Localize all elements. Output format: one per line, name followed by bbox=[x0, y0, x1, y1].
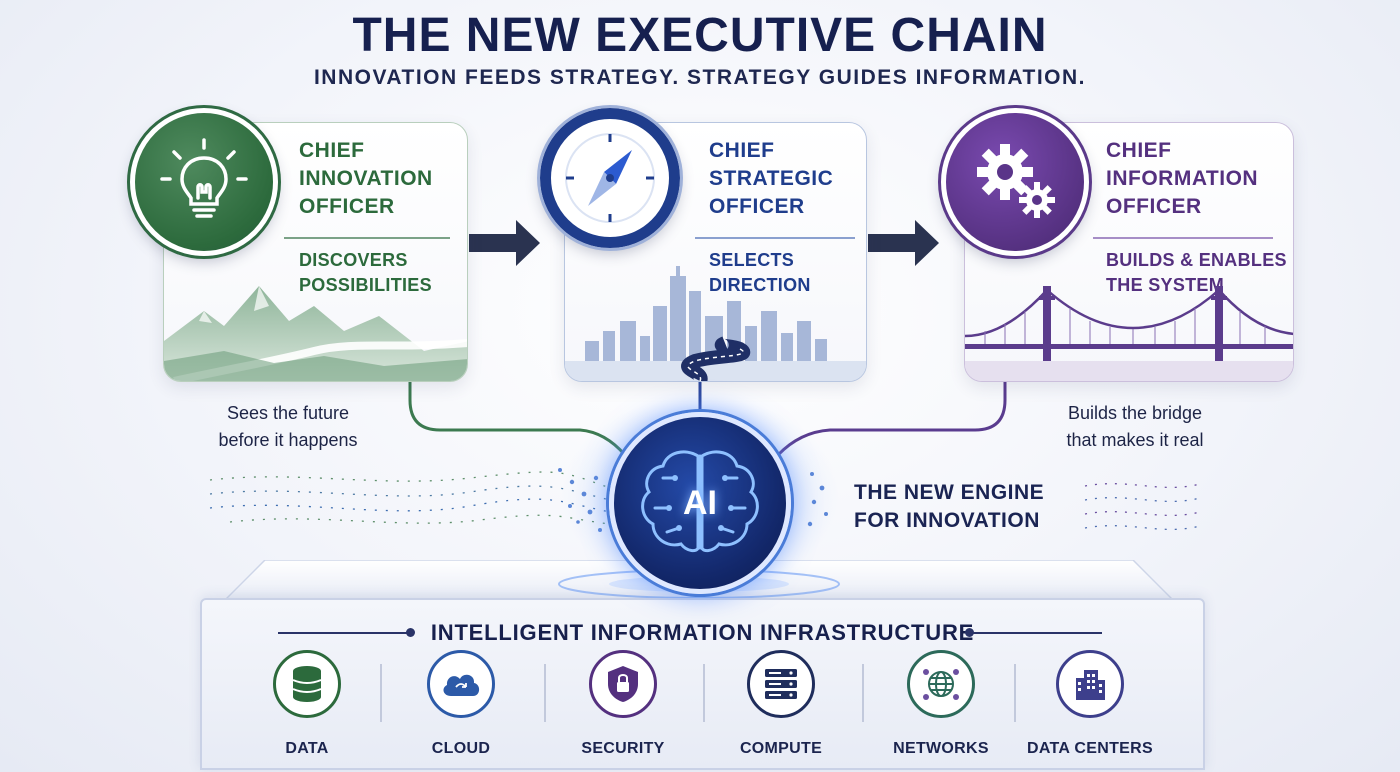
card-title-line: OFFICER bbox=[709, 195, 805, 218]
card-title-line: CHIEF bbox=[299, 139, 365, 162]
engine-label: THE NEW ENGINE FOR INNOVATION bbox=[854, 479, 1074, 535]
infra-item-cloud: CLOUD bbox=[386, 650, 536, 758]
infra-item-label: CLOUD bbox=[431, 740, 491, 757]
information-badge bbox=[938, 105, 1092, 259]
card-title-line: INFORMATION bbox=[1106, 167, 1259, 190]
data-wave-left bbox=[209, 471, 611, 525]
infra-title-rule-right bbox=[972, 632, 1102, 634]
card-title-line: STRATEGIC bbox=[709, 167, 834, 190]
card-desc-line: BUILDS & ENABLES bbox=[1106, 250, 1287, 270]
strategy-badge bbox=[537, 105, 683, 251]
infra-item-networks: NETWORKS bbox=[866, 650, 1016, 758]
caption-line: before it happens bbox=[218, 430, 358, 450]
ai-particles bbox=[558, 468, 828, 532]
card-divider bbox=[695, 237, 855, 239]
engine-label-line: THE NEW ENGINE bbox=[854, 481, 1045, 504]
innovation-badge bbox=[127, 105, 281, 259]
card-desc-line: DISCOVERS bbox=[299, 250, 408, 270]
ai-core-label: AI bbox=[683, 483, 717, 522]
server-icon bbox=[747, 650, 815, 718]
infra-title-dot-right bbox=[965, 628, 974, 637]
caption-line: Sees the future bbox=[226, 403, 350, 423]
card-title-line: OFFICER bbox=[299, 195, 395, 218]
infra-divider bbox=[1014, 664, 1016, 722]
connector-information bbox=[776, 382, 1007, 457]
database-icon bbox=[273, 650, 341, 718]
lightbulb-icon bbox=[160, 138, 248, 218]
infra-item-label: DATA bbox=[285, 740, 329, 757]
cloud-icon bbox=[427, 650, 495, 718]
infra-item-compute: COMPUTE bbox=[706, 650, 856, 758]
infra-item-security: SECURITY bbox=[548, 650, 698, 758]
card-desc-line: DIRECTION bbox=[709, 275, 811, 295]
page-title: THE NEW EXECUTIVE CHAIN bbox=[352, 9, 1048, 62]
infra-title-rule-left bbox=[278, 632, 408, 634]
infra-divider bbox=[862, 664, 864, 722]
infra-title-dot-left bbox=[406, 628, 415, 637]
caption-line: that makes it real bbox=[1066, 430, 1204, 450]
brain-icon bbox=[641, 450, 759, 553]
connector-innovation bbox=[408, 382, 627, 456]
infra-item-label: NETWORKS bbox=[893, 740, 989, 757]
mountains-illustration bbox=[164, 286, 467, 381]
infra-item-label: COMPUTE bbox=[739, 740, 823, 757]
building-icon bbox=[1056, 650, 1124, 718]
shield-lock-icon bbox=[589, 650, 657, 718]
city-road-illustration bbox=[565, 266, 866, 381]
bridge-illustration bbox=[965, 286, 1293, 381]
card-desc-line: SELECTS bbox=[709, 250, 795, 270]
card-description: BUILDS & ENABLES THE SYSTEM bbox=[1106, 248, 1287, 298]
card-description: DISCOVERS POSSIBILITIES bbox=[299, 248, 432, 298]
arrow-strategy-to-information bbox=[868, 220, 939, 266]
infra-item-data-centers: DATA CENTERS bbox=[1015, 650, 1165, 758]
infra-divider bbox=[703, 664, 705, 722]
card-desc-line: THE SYSTEM bbox=[1106, 275, 1225, 295]
gears-icon bbox=[977, 144, 1055, 218]
card-title: CHIEF INFORMATION OFFICER bbox=[1106, 137, 1258, 221]
card-title-line: CHIEF bbox=[709, 139, 775, 162]
infrastructure-title: INTELLIGENT INFORMATION INFRASTRUCTURE bbox=[430, 620, 975, 645]
ai-engine-core: AI bbox=[609, 412, 791, 594]
card-title: CHIEF INNOVATION OFFICER bbox=[299, 137, 433, 221]
caption-line: Builds the bridge bbox=[1067, 403, 1203, 423]
card-description: SELECTS DIRECTION bbox=[709, 248, 811, 298]
compass-icon bbox=[565, 133, 655, 223]
card-divider bbox=[284, 237, 450, 239]
card-title-line: OFFICER bbox=[1106, 195, 1202, 218]
card-desc-line: POSSIBILITIES bbox=[299, 275, 432, 295]
arrow-innovation-to-strategy bbox=[469, 220, 540, 266]
page-subtitle: INNOVATION FEEDS STRATEGY. STRATEGY GUID… bbox=[313, 66, 1087, 89]
infra-divider bbox=[380, 664, 382, 722]
infra-item-data: DATA bbox=[232, 650, 382, 758]
caption-information: Builds the bridge that makes it real bbox=[1045, 400, 1225, 454]
infra-item-label: SECURITY bbox=[581, 740, 665, 757]
infra-divider bbox=[544, 664, 546, 722]
data-wave-right bbox=[1084, 483, 1201, 531]
card-title-line: INNOVATION bbox=[299, 167, 433, 190]
card-title: CHIEF STRATEGIC OFFICER bbox=[709, 137, 833, 221]
card-divider bbox=[1093, 237, 1273, 239]
infra-item-label: DATA CENTERS bbox=[1027, 740, 1153, 757]
caption-innovation: Sees the future before it happens bbox=[198, 400, 378, 454]
globe-network-icon bbox=[907, 650, 975, 718]
infrastructure-platform bbox=[200, 598, 1205, 770]
engine-label-line: FOR INNOVATION bbox=[854, 509, 1040, 532]
card-title-line: CHIEF bbox=[1106, 139, 1172, 162]
